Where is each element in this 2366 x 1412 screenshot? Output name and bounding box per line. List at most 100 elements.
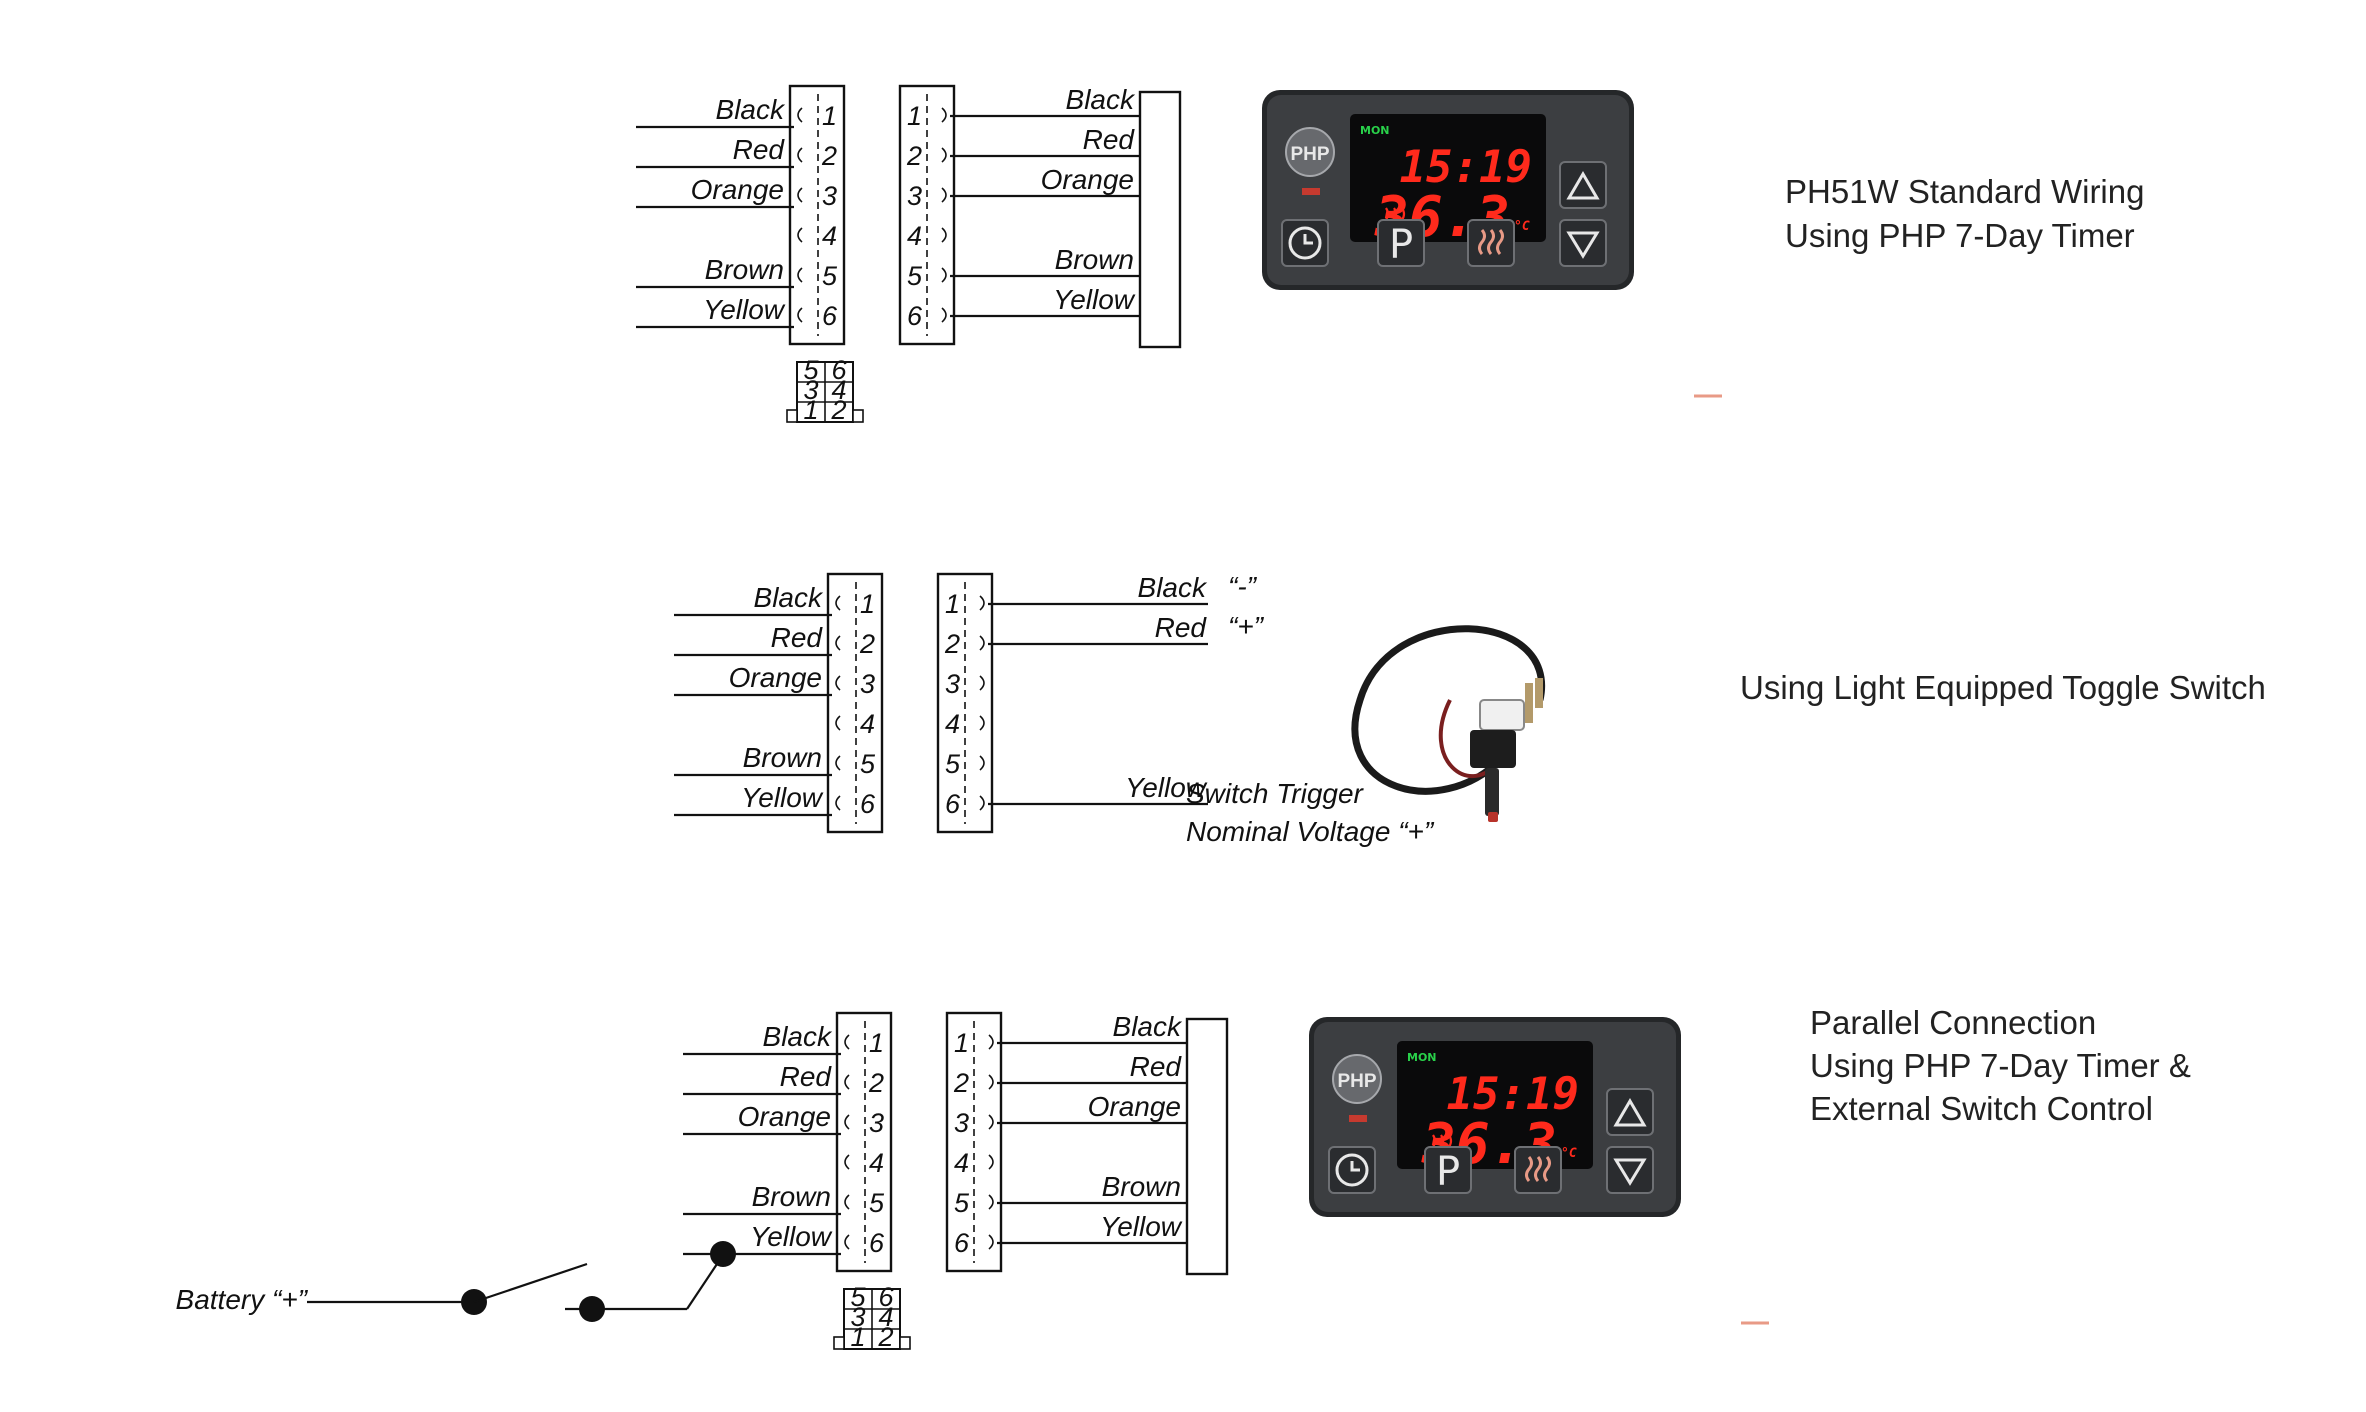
php-logo: [1332, 1054, 1382, 1104]
clock-hands: [1303, 234, 1313, 245]
toggle-terminal: [1535, 678, 1543, 708]
left-socket: [797, 107, 803, 123]
right-wire-label: Red: [1155, 612, 1208, 643]
left-socket: [844, 1194, 850, 1210]
clock-icon: [1335, 1153, 1369, 1187]
left-socket: [835, 675, 841, 691]
caption-standard-wiring: PH51W Standard Wiring Using PHP 7-Day Ti…: [1785, 170, 2144, 258]
left-pin-number: 1: [869, 1028, 884, 1058]
right-pin-number: 1: [954, 1028, 969, 1058]
right-pin-number: 2: [944, 629, 960, 659]
right-pin: [941, 107, 947, 123]
right-pin: [979, 595, 985, 611]
power-led: [1349, 1115, 1367, 1122]
power-led: [1302, 188, 1320, 195]
p-button[interactable]: [1424, 1146, 1472, 1194]
clock-icon: [1288, 226, 1322, 260]
pinout-cell: 3: [850, 1302, 865, 1332]
right-pin-number: 2: [906, 141, 922, 171]
right-pin-number: 4: [954, 1148, 969, 1178]
heat-icon: [1478, 229, 1722, 398]
down-arrow-icon: [1613, 1158, 1647, 1186]
timer-day: MON: [1407, 1051, 1437, 1064]
right-pin-number: 4: [907, 221, 922, 251]
left-wire-label: Yellow: [741, 782, 824, 813]
left-pin-number: 5: [869, 1188, 885, 1218]
right-pin: [941, 147, 947, 163]
right-wire-label: Yellow: [1053, 284, 1136, 315]
toggle-connector: [1479, 699, 1525, 731]
battery-label: Battery “+”: [176, 1284, 309, 1315]
left-socket: [797, 267, 803, 283]
toggle-body: [1470, 730, 1516, 768]
trigger-voltage-label: Nominal Voltage “+”: [1186, 816, 1435, 847]
left-pin-number: 1: [860, 589, 875, 619]
heat-wave: [1534, 1156, 1542, 1182]
pinout-grid-shape: [786, 361, 864, 423]
toggle-lever: [1485, 768, 1499, 816]
right-pin: [979, 795, 985, 811]
right-pin: [988, 1114, 994, 1130]
pinout-cell: 4: [878, 1302, 893, 1332]
polarity-minus: “-”: [1228, 571, 1258, 602]
left-socket: [797, 227, 803, 243]
caption-line: Using PHP 7-Day Timer &: [1810, 1047, 2191, 1084]
pinout-cell: 2: [877, 1322, 893, 1352]
left-pin-number: 4: [822, 221, 837, 251]
right-wire-label: Black: [1138, 572, 1208, 603]
right-wire-label: Yellow: [1100, 1211, 1183, 1242]
left-connector: [835, 1011, 893, 1273]
right-pin: [988, 1034, 994, 1050]
right-pin: [941, 227, 947, 243]
right-pin: [988, 1154, 994, 1170]
left-socket: [797, 147, 803, 163]
down-button[interactable]: [1559, 219, 1607, 267]
right-wire-label: Brown: [1102, 1171, 1181, 1202]
right-wire-label: Orange: [1041, 164, 1134, 195]
caption-line: Using Light Equipped Toggle Switch: [1740, 669, 2266, 706]
toggle-lamp: [1488, 812, 1498, 822]
pinout-grid-shape: [833, 1288, 911, 1350]
toggle-cable: [1351, 625, 1546, 795]
up-arrow-icon: [1613, 1098, 1647, 1127]
pinout-cell: 6: [831, 355, 847, 385]
left-pin-number: 2: [821, 141, 837, 171]
right-pin-number: 2: [953, 1068, 969, 1098]
left-socket: [797, 307, 803, 323]
right-pin: [941, 267, 947, 283]
left-wire-label: Black: [754, 582, 824, 613]
p-button[interactable]: [1377, 219, 1425, 267]
junction-dot: [710, 1241, 736, 1267]
left-pin-number: 6: [860, 789, 876, 819]
left-pin-number: 4: [860, 709, 875, 739]
left-pin-number: 3: [860, 669, 875, 699]
left-pin-number: 5: [822, 261, 838, 291]
heat-icon: [1525, 1156, 1769, 1325]
left-socket: [844, 1034, 850, 1050]
left-wire-label: Yellow: [750, 1221, 833, 1252]
left-pin-number: 3: [869, 1108, 884, 1138]
down-button[interactable]: [1606, 1146, 1654, 1194]
right-wire-label: Brown: [1055, 244, 1134, 275]
left-socket: [835, 795, 841, 811]
left-pin-number: 2: [868, 1068, 884, 1098]
caption-line: External Switch Control: [1810, 1090, 2153, 1127]
left-socket: [844, 1154, 850, 1170]
left-wire-label: Black: [716, 94, 786, 125]
right-pin-number: 5: [954, 1188, 970, 1218]
right-pin-number: 5: [907, 261, 923, 291]
left-pin-number: 5: [860, 749, 876, 779]
right-pin-number: 3: [954, 1108, 969, 1138]
right-wire-label: Red: [1130, 1051, 1183, 1082]
right-pin-number: 1: [907, 101, 922, 131]
left-wire-label: Orange: [738, 1101, 831, 1132]
left-socket: [797, 187, 803, 203]
switch-terminal: [579, 1296, 605, 1322]
caption-line: Parallel Connection: [1810, 1004, 2097, 1041]
timer-terminal-block: [1185, 1017, 1229, 1276]
